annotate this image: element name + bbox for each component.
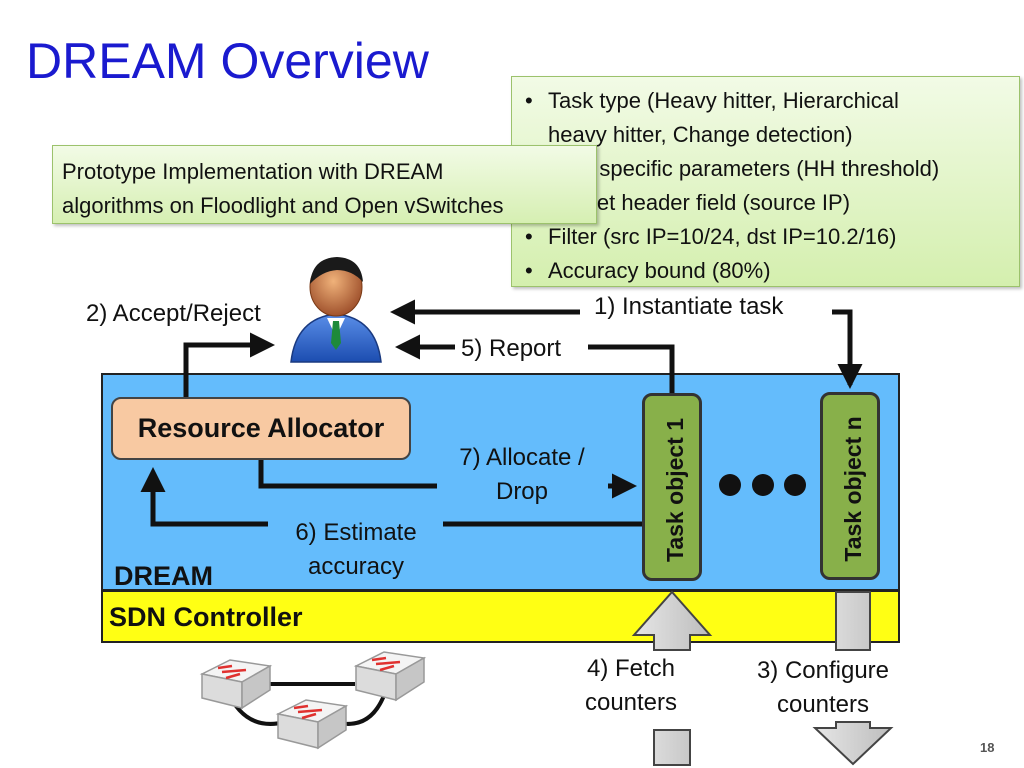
switch-icon xyxy=(199,659,273,710)
task-object-1: Task object 1 xyxy=(642,393,702,581)
prototype-note-callout: Prototype Implementation with DREAM algo… xyxy=(52,145,597,224)
accuracy-bound-line: Accuracy bound (80%) xyxy=(548,258,771,283)
resource-allocator-box: Resource Allocator xyxy=(111,397,411,460)
instantiate-task-arrow xyxy=(398,309,853,385)
ellipsis-dot xyxy=(752,474,774,496)
page-number: 18 xyxy=(980,740,995,755)
estimate-accuracy-label: 6) Estimate accuracy xyxy=(280,516,432,584)
task-type-line-continued: heavy hitter, Change detection) xyxy=(548,122,853,147)
configure-counters-arrow xyxy=(812,591,894,766)
report-label: 5) Report xyxy=(461,335,562,362)
allocate-drop-arrow xyxy=(258,460,437,489)
configure-counters-label-line-1: 3) Configure xyxy=(756,657,890,684)
task-type-line: Task type (Heavy hitter, Hierarchical xyxy=(548,88,899,113)
list-item: Packet header field (source IP) xyxy=(522,186,1013,220)
fetch-counters-label-line-2: counters xyxy=(584,689,678,716)
task-object-n: Task object n xyxy=(820,392,880,580)
report-arrow xyxy=(588,344,675,393)
task-spec-callout: Task type (Heavy hitter, Hierarchical he… xyxy=(511,76,1020,288)
sdn-controller-region xyxy=(101,590,900,643)
ellipsis-dot xyxy=(719,474,741,496)
filter-line: Filter (src IP=10/24, dst IP=10.2/16) xyxy=(548,224,897,249)
user-icon xyxy=(290,257,382,363)
configure-counters-label: 3) Configure counters xyxy=(746,654,900,722)
page-title: DREAM Overview xyxy=(26,33,429,89)
estimate-accuracy-label-line-2: accuracy xyxy=(307,553,405,580)
fetch-counters-label: 4) Fetch counters xyxy=(570,652,692,720)
accept-reject-label: 2) Accept/Reject xyxy=(86,300,261,327)
estimate-accuracy-label-line-1: 6) Estimate xyxy=(295,519,417,546)
prototype-note-line-1: Prototype Implementation with DREAM xyxy=(62,159,444,184)
allocate-drop-label-line-2: Drop xyxy=(495,478,549,505)
dream-label: DREAM xyxy=(114,561,213,591)
list-item: Task type (Heavy hitter, Hierarchical he… xyxy=(522,84,1013,152)
ellipsis-dot xyxy=(784,474,806,496)
fetch-counters-label-line-1: 4) Fetch xyxy=(586,655,676,682)
prototype-note-line-2: algorithms on Floodlight and Open vSwitc… xyxy=(62,193,504,218)
sdn-controller-label: SDN Controller xyxy=(109,602,303,632)
list-item: Accuracy bound (80%) xyxy=(522,254,1013,288)
resource-allocator-label: Resource Allocator xyxy=(137,413,385,443)
switch-icon xyxy=(353,651,427,702)
fetch-counters-arrow xyxy=(631,590,713,766)
allocate-drop-label-line-1: 7) Allocate / xyxy=(459,444,585,471)
accept-reject-arrow xyxy=(183,332,275,397)
header-field-line: Packet header field (source IP) xyxy=(548,190,851,215)
instantiate-task-label: 1) Instantiate task xyxy=(594,293,784,320)
configure-counters-label-line-2: counters xyxy=(776,691,870,718)
task-params-line: Task specific parameters (HH threshold) xyxy=(548,156,940,181)
allocate-drop-label: 7) Allocate / Drop xyxy=(447,441,597,509)
list-item: Filter (src IP=10/24, dst IP=10.2/16) xyxy=(522,220,1013,254)
switch-icon xyxy=(275,699,349,750)
